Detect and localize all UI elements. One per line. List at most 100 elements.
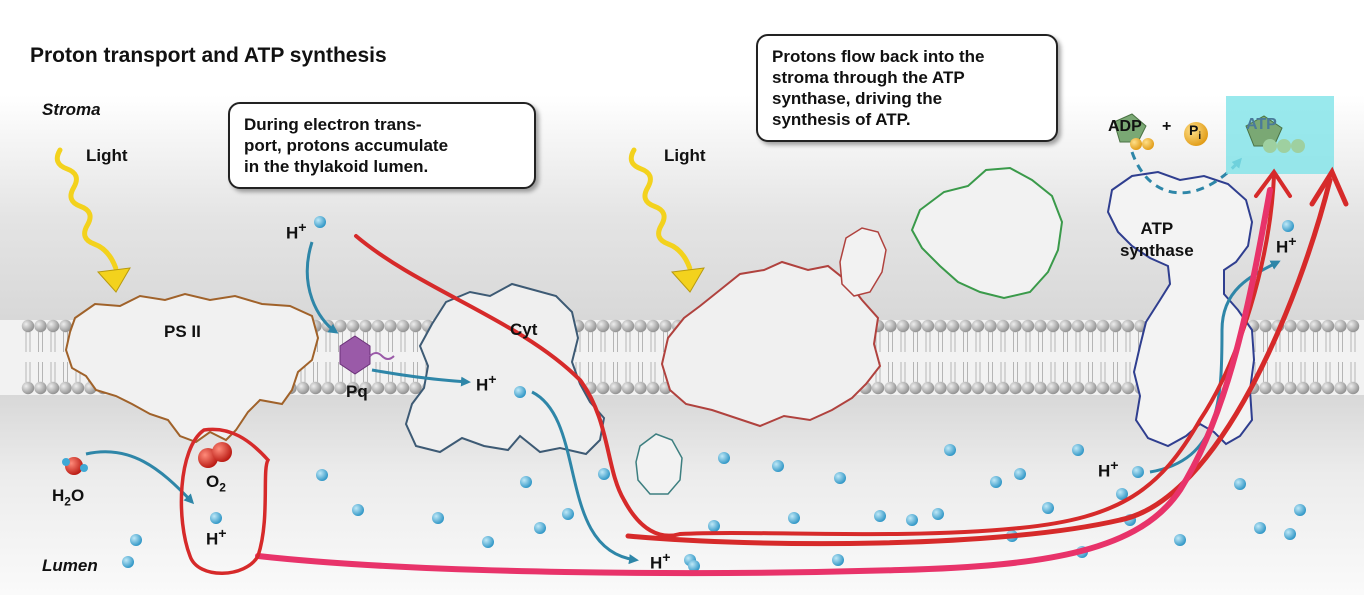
proton-dot	[210, 512, 222, 524]
proton-dot	[1014, 468, 1026, 480]
lipid-tail	[1063, 362, 1068, 382]
lipid-tail	[588, 362, 593, 382]
lipid-tail	[1100, 362, 1106, 382]
lipid-tail	[1050, 362, 1056, 382]
pink-annotation-path	[255, 187, 1273, 577]
lipid-tail	[1288, 332, 1293, 352]
ps2-label: PS II	[164, 322, 201, 341]
lipid-head	[909, 381, 922, 395]
diagram-title: Proton transport and ATP synthesis	[30, 44, 387, 67]
lipid-head	[1096, 319, 1110, 333]
lipid-tail	[1025, 332, 1031, 352]
lipid-head	[346, 319, 360, 333]
lipid-head	[309, 381, 322, 395]
lipid-head	[46, 319, 60, 333]
lipid-head	[384, 381, 397, 395]
arrow-h-to-pq	[305, 241, 339, 334]
proton-dot	[788, 512, 800, 524]
lipid-tail	[388, 332, 393, 352]
lipid-head	[21, 381, 35, 395]
lipid-head	[959, 381, 972, 395]
lipid-head	[1321, 319, 1335, 333]
lipid-tail	[1113, 332, 1118, 352]
lipid-head	[1296, 381, 1310, 395]
lipid-head	[984, 381, 997, 395]
lipid-head	[21, 319, 35, 333]
proton-dot	[688, 560, 700, 572]
small-red-complex	[839, 227, 887, 297]
lipid-tail	[1013, 332, 1018, 352]
lipid-head	[934, 319, 947, 333]
lipid-tail	[50, 332, 56, 352]
lipid-tail	[400, 332, 406, 352]
lipid-head	[1121, 381, 1135, 395]
lipid-head	[971, 319, 985, 333]
lipid-tail	[1063, 332, 1068, 352]
proton-dot	[122, 556, 134, 568]
lipid-tail	[950, 332, 956, 352]
lipid-head	[409, 381, 422, 395]
lipid-head	[1109, 381, 1122, 395]
lipid-head	[1084, 381, 1097, 395]
lipid-tail	[1088, 362, 1093, 382]
lipid-tail	[1350, 362, 1356, 382]
lipid-tail	[1025, 362, 1031, 382]
lipid-tail	[38, 332, 43, 352]
lipid-tail	[1038, 332, 1043, 352]
lipid-tail	[638, 332, 643, 352]
atp-synthase-complex	[1106, 170, 1256, 448]
proton-dot	[832, 554, 844, 566]
proton-dot	[562, 508, 574, 520]
lipid-head	[596, 319, 610, 333]
proton-dot	[1254, 522, 1266, 534]
lipid-tail	[975, 332, 981, 352]
arrow-cyt-to-lumen	[531, 390, 639, 565]
lipid-head	[296, 381, 310, 395]
proton-dot	[708, 520, 720, 532]
red-arrowhead-1	[1254, 168, 1292, 198]
lipid-head	[596, 381, 610, 395]
lipid-tail	[325, 362, 331, 382]
h-plus-label: H+	[286, 220, 307, 243]
lipid-tail	[913, 362, 918, 382]
lipid-tail	[25, 332, 31, 352]
lipid-head	[646, 319, 660, 333]
pq-molecule	[339, 335, 371, 375]
lipid-tail	[413, 362, 418, 382]
light-arrowhead-2	[670, 267, 705, 293]
lipid-head	[609, 381, 622, 395]
lipid-tail	[888, 332, 893, 352]
lipid-tail	[938, 332, 943, 352]
lipid-head	[46, 381, 60, 395]
lipid-tail	[1350, 332, 1356, 352]
lumen-label: Lumen	[42, 556, 98, 575]
atp-phosphate	[1291, 139, 1305, 153]
lipid-tail	[900, 362, 906, 382]
lipid-tail	[925, 362, 931, 382]
cyt-complex	[404, 282, 606, 456]
lipid-head	[659, 319, 672, 333]
proton-dot	[1282, 220, 1294, 232]
adp-phosphate	[1142, 138, 1154, 150]
lipid-tail	[1075, 332, 1081, 352]
proton-dot	[482, 536, 494, 548]
lipid-head	[34, 381, 47, 395]
lipid-head	[896, 319, 910, 333]
light-wave-2	[628, 147, 693, 271]
lipid-head	[384, 319, 397, 333]
callout-atp-synthase-flow: Protons flow back into the stroma throug…	[756, 34, 1058, 142]
water-h-atom	[62, 458, 70, 466]
lipid-tail	[1075, 362, 1081, 382]
lipid-head	[1046, 381, 1060, 395]
lipid-tail	[1000, 362, 1006, 382]
lipid-tail	[1275, 362, 1281, 382]
lipid-head	[396, 381, 410, 395]
lipid-tail	[1000, 332, 1006, 352]
lipid-head	[359, 319, 372, 333]
lipid-head	[884, 381, 897, 395]
lipid-tail	[1338, 332, 1343, 352]
red-annotation-path	[354, 174, 1276, 538]
atp-label: ATP	[1246, 116, 1277, 133]
lipid-head	[896, 381, 910, 395]
